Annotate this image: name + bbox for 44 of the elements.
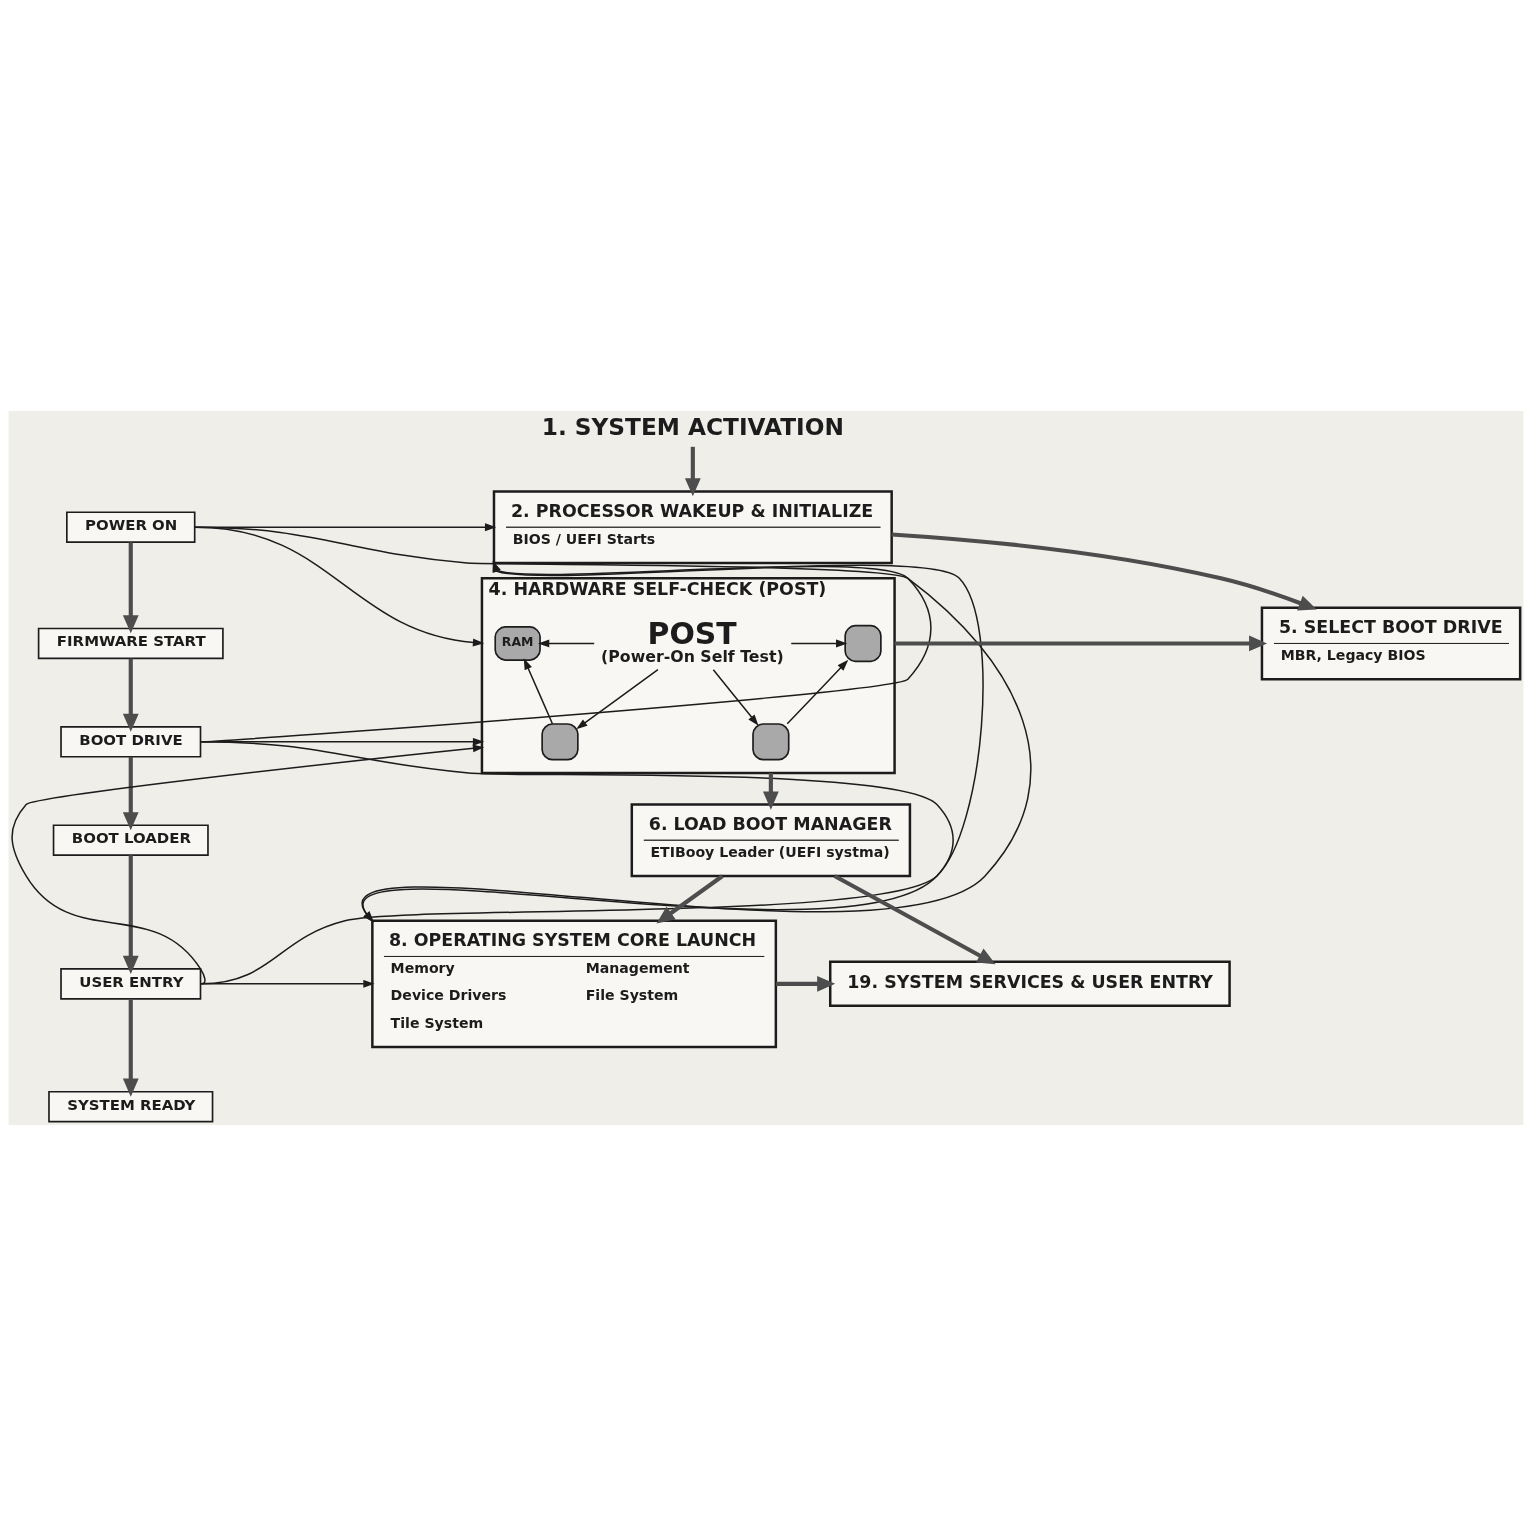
arrow	[684, 446, 701, 497]
node-box: RAM	[494, 626, 541, 661]
arrow	[199, 737, 485, 746]
arrow	[786, 659, 849, 725]
node-box	[844, 624, 882, 663]
arrow	[194, 526, 1032, 923]
arrow	[122, 998, 139, 1097]
arrow	[656, 874, 724, 924]
node-text: 1. SYSTEM ACTIVATION	[541, 413, 844, 441]
arrow	[523, 658, 554, 725]
node-box: 6. LOAD BOOT MANAGER ETIBooy Leader (UEFI systma)	[630, 803, 912, 878]
arrow	[775, 975, 836, 992]
arrow	[712, 668, 759, 726]
node-box: USER ENTRY	[60, 968, 202, 1000]
node-box: 5. SELECT BOOT DRIVE MBR, Legacy BIOS	[1260, 606, 1522, 681]
arrow	[199, 979, 375, 988]
arrow	[11, 744, 485, 985]
arrow	[122, 658, 139, 732]
arrow	[537, 639, 595, 648]
node-box	[541, 723, 579, 761]
arrow	[122, 855, 139, 974]
node-box: BOOT LOADER	[52, 824, 209, 856]
node-box	[752, 723, 790, 761]
node-box: 8. OPERATING SYSTEM CORE LAUNCH Memory Management Device Drivers File System Tile System	[371, 919, 778, 1049]
arrow	[200, 560, 932, 743]
arrow	[762, 773, 779, 810]
arrow	[891, 532, 1317, 611]
node-box: POWER ON	[66, 511, 196, 543]
node-box: 19. SYSTEM SERVICES & USER ENTRY	[829, 960, 1231, 1008]
node-box: 2. PROCESSOR WAKEUP & INITIALIZE BIOS / UEFI Starts	[492, 490, 893, 565]
arrow	[122, 542, 139, 634]
arrow	[122, 756, 139, 831]
node-box: FIRMWARE START	[37, 627, 224, 660]
arrow	[790, 639, 848, 648]
arrow	[576, 668, 659, 730]
arrow	[833, 874, 996, 965]
node-text: POST (Power-On Self Test)	[601, 615, 784, 667]
arrow	[200, 560, 984, 985]
arrow	[194, 526, 485, 647]
arrow	[193, 523, 497, 532]
arrow	[894, 635, 1268, 652]
node-box: BOOT DRIVE	[60, 726, 202, 758]
arrow	[200, 741, 954, 923]
node-box: SYSTEM READY	[48, 1090, 214, 1123]
